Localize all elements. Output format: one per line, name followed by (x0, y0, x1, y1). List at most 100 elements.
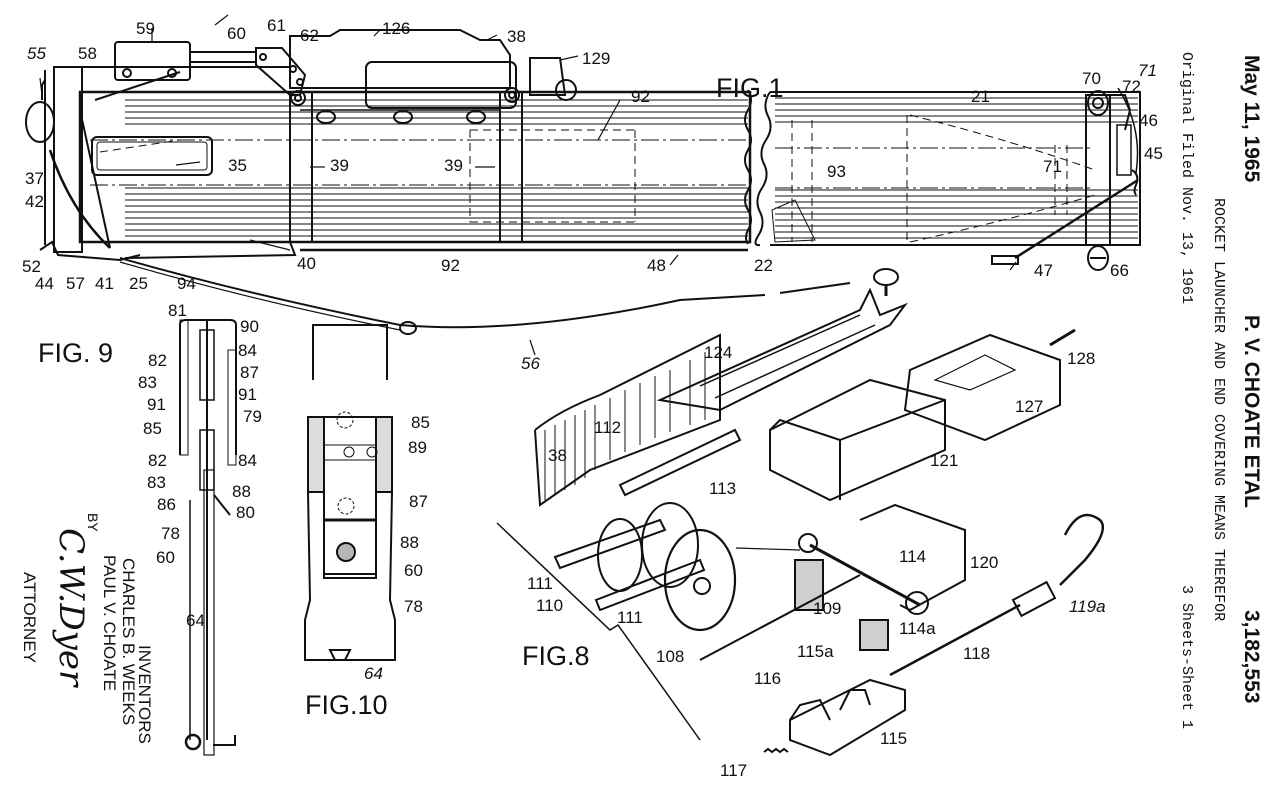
ref-label: 88 (232, 482, 251, 501)
fig1-title: FIG.1 (716, 73, 784, 103)
ref-label: 39 (330, 156, 349, 175)
ref-label: 44 (35, 274, 54, 293)
filing-info: Original Filed Nov. 13, 1961 (1178, 52, 1195, 305)
ref-label: 93 (827, 162, 846, 181)
ref-label: 87 (409, 492, 428, 511)
ref-label: 119a (1069, 597, 1106, 616)
patent-inventor-line: P. V. CHOATE ETAL (1240, 315, 1263, 508)
ref-label: 85 (411, 413, 430, 432)
attorney-signature: C.W.Dyer (51, 528, 91, 687)
ref-label: 118 (963, 644, 991, 663)
ref-label: 79 (243, 407, 262, 426)
ref-label: 41 (95, 274, 114, 293)
ref-label: 52 (22, 257, 41, 276)
ref-label: 59 (136, 19, 155, 38)
ref-label: 37 (25, 169, 44, 188)
ref-label: 83 (147, 473, 166, 492)
ref-label: 84 (238, 341, 257, 360)
ref-label: 87 (240, 363, 259, 382)
ref-label: 38 (548, 446, 567, 465)
ref-label: 115a (797, 642, 834, 661)
ref-label: 57 (66, 274, 85, 293)
ref-label: 120 (970, 553, 999, 572)
ref-label: 90 (240, 317, 259, 336)
ref-label: 39 (444, 156, 463, 175)
fig8-drawing (496, 287, 1105, 757)
ref-label: 22 (754, 256, 773, 275)
ref-label: 115 (880, 729, 908, 748)
ref-label: 121 (930, 451, 959, 470)
tube-hatching-left (125, 99, 748, 237)
ref-label: 56 (521, 354, 540, 373)
ref-label: 45 (1144, 144, 1163, 163)
ref-label: 124 (704, 343, 733, 362)
ref-label: 71 (1138, 61, 1157, 80)
ref-label: 110 (536, 596, 564, 615)
ref-label: 25 (129, 274, 148, 293)
ref-label: 35 (228, 156, 247, 175)
ref-label: 126 (382, 19, 411, 38)
ref-label: 70 (1082, 69, 1101, 88)
patent-date: May 11, 1965 (1240, 55, 1263, 183)
fig9-drawing (179, 319, 237, 756)
ref-label: 117 (720, 761, 748, 780)
ref-label: 109 (813, 599, 842, 618)
ref-label: 60 (156, 548, 175, 567)
fig8-title: FIG.8 (522, 641, 590, 671)
ref-label: 108 (656, 647, 685, 666)
ref-label: 128 (1067, 349, 1096, 368)
ref-label: 78 (161, 524, 180, 543)
ref-label: 88 (400, 533, 419, 552)
ref-label: 92 (631, 87, 650, 106)
ref-label: 84 (238, 451, 257, 470)
ref-label: 92 (441, 256, 460, 275)
fig10-title: FIG.10 (305, 690, 388, 720)
ref-label: 129 (582, 49, 611, 68)
ref-label: 60 (227, 24, 246, 43)
ref-label: 89 (408, 438, 427, 457)
ref-label: 111 (527, 574, 553, 593)
ref-label: 91 (238, 385, 257, 404)
inventor-name-2: PAUL V. CHOATE (100, 555, 119, 692)
ref-label: 94 (177, 274, 196, 293)
ref-label: 91 (147, 395, 166, 414)
ref-label: 55 (27, 44, 46, 63)
patent-number: 3,182,553 (1240, 610, 1263, 704)
inventor-name-1: CHARLES B. WEEKS (119, 558, 138, 726)
sheet-count: 3 Sheets-Sheet 1 (1178, 585, 1195, 730)
ref-label: 114a (899, 619, 936, 638)
ref-label: 21 (971, 87, 990, 106)
fig1-launcher-right (754, 87, 1141, 271)
tube-hatching-right (775, 97, 1138, 239)
fig9-title: FIG. 9 (38, 338, 114, 368)
ref-label: 62 (300, 26, 319, 45)
ref-label: 81 (168, 301, 187, 320)
internal-hidden-lines (99, 129, 636, 223)
ref-label: 58 (78, 44, 97, 63)
ref-label: 82 (148, 451, 167, 470)
leader-lines (39, 14, 1017, 356)
ref-label: 116 (754, 669, 782, 688)
fig1-launcher-left (25, 29, 899, 335)
ref-label: 127 (1015, 397, 1044, 416)
ref-label: 71 (1043, 157, 1062, 176)
ref-label: 80 (236, 503, 255, 522)
ref-label: 60 (404, 561, 423, 580)
inventors-heading: INVENTORS (135, 645, 154, 744)
ref-label: 61 (267, 16, 286, 35)
ref-label: 82 (148, 351, 167, 370)
fig10-drawing (304, 324, 396, 661)
patent-title: ROCKET LAUNCHER AND END COVERING MEANS T… (1210, 198, 1227, 622)
ref-label: 112 (594, 418, 622, 437)
ref-label: 38 (507, 27, 526, 46)
ref-label: 64 (364, 664, 383, 683)
ref-label: 48 (647, 256, 666, 275)
ref-label: 78 (404, 597, 423, 616)
ref-label: 113 (709, 479, 737, 498)
ref-label: 40 (297, 254, 316, 273)
ref-label: 72 (1122, 77, 1141, 96)
ref-label: 86 (157, 495, 176, 514)
ref-label: 42 (25, 192, 44, 211)
